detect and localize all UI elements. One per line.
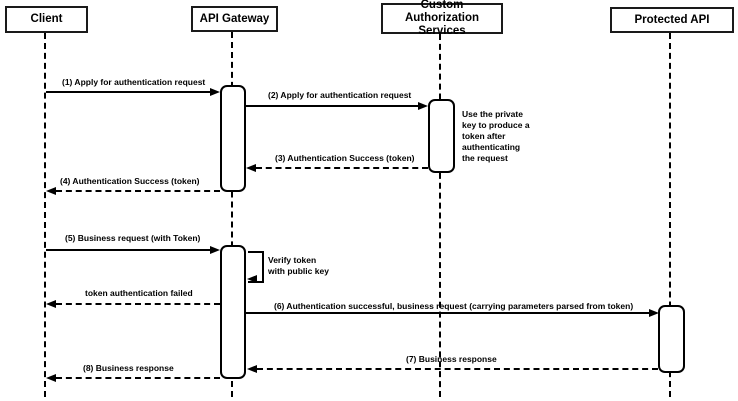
message-line-7	[257, 368, 658, 370]
arrowhead-right-icon	[210, 246, 220, 254]
message-line-3	[256, 167, 428, 169]
message-label-business-response-8: (8) Business response	[83, 363, 174, 373]
activation-bar-api-gateway-business	[220, 245, 246, 379]
lifeline-custom-authorization-services	[439, 34, 441, 397]
participant-label-custom-authorization-services: Custom Authorization Services	[404, 0, 480, 37]
message-label-apply-auth-1: (1) Apply for authentication request	[62, 77, 206, 87]
lifeline-protected-api	[669, 33, 671, 397]
arrowhead-right-icon	[649, 309, 659, 317]
arrowhead-left-icon	[247, 365, 257, 373]
message-line-1	[46, 91, 211, 93]
participant-label-client: Client	[30, 13, 63, 25]
lifeline-api-gateway	[231, 32, 233, 397]
arrowhead-left-icon	[46, 187, 56, 195]
arrowhead-left-icon	[46, 374, 56, 382]
message-label-apply-auth-2: (2) Apply for authentication request	[268, 90, 412, 100]
lifeline-client	[44, 33, 46, 397]
message-line-token-auth-failed	[56, 303, 220, 305]
activation-bar-custom-authorization-services	[428, 99, 455, 173]
arrowhead-right-icon	[418, 102, 428, 110]
message-line-8	[56, 377, 220, 379]
message-label-business-request-5: (5) Business request (with Token)	[65, 233, 201, 243]
message-label-business-response-7: (7) Business response	[406, 354, 497, 364]
message-line-5	[46, 249, 211, 251]
arrowhead-left-icon	[247, 275, 257, 283]
message-label-auth-successful-business-request-6: (6) Authentication successful, business …	[274, 301, 634, 311]
participant-box-api-gateway: API Gateway	[191, 6, 278, 32]
message-line-6	[246, 312, 649, 314]
message-line-4	[56, 190, 220, 192]
note-private-key-token: Use the private key to produce a token a…	[462, 109, 530, 163]
arrowhead-left-icon	[246, 164, 256, 172]
participant-box-protected-api: Protected API	[610, 7, 734, 33]
activation-bar-api-gateway-auth	[220, 85, 246, 192]
participant-box-client: Client	[5, 6, 88, 33]
message-label-auth-success-4: (4) Authentication Success (token)	[60, 176, 200, 186]
message-line-2	[246, 105, 418, 107]
message-label-token-auth-failed: token authentication failed	[85, 288, 193, 298]
activation-bar-protected-api	[658, 305, 685, 373]
participant-box-custom-authorization-services: Custom Authorization Services	[381, 0, 503, 37]
arrowhead-left-icon	[46, 300, 56, 308]
arrowhead-right-icon	[210, 88, 220, 96]
participant-label-api-gateway: API Gateway	[199, 12, 270, 25]
participant-label-protected-api: Protected API	[634, 13, 710, 26]
message-label-auth-success-3: (3) Authentication Success (token)	[275, 153, 415, 163]
self-message-label-verify-token: Verify token with public key	[268, 255, 329, 276]
